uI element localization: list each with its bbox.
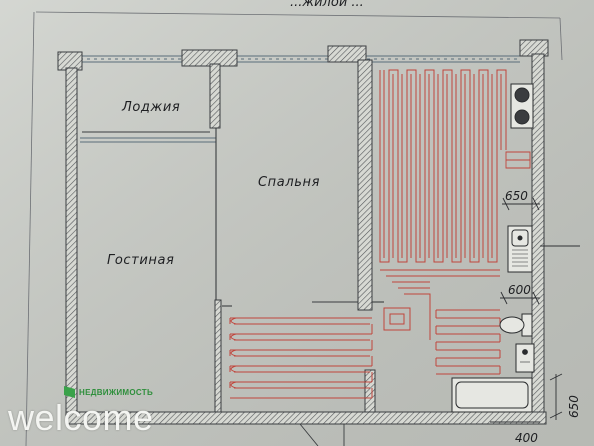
header-text: ...жилой ... — [290, 0, 364, 10]
washbasin-icon — [515, 343, 535, 373]
room-label-living-room: Гостиная — [107, 253, 174, 268]
heating-coil-corridor — [229, 307, 501, 399]
walls — [57, 39, 549, 425]
room-label-bedroom: Спальня — [258, 175, 320, 190]
window-line — [80, 55, 520, 143]
wall-bath-left — [364, 369, 376, 413]
bathtub-icon — [451, 377, 533, 413]
heating-coil-kitchen — [379, 69, 531, 340]
watermark-word: welcome — [8, 397, 154, 438]
wall-stub-lower — [214, 299, 222, 413]
dimension-label-600: 600 — [508, 283, 531, 297]
dimension-label-650-kitchen: 650 — [505, 189, 528, 203]
dimension-lines — [490, 197, 580, 423]
toilet-icon — [499, 313, 533, 337]
wall-bottom — [65, 411, 547, 425]
watermark-brand-logo: НЕДВИЖИМОСТЬ — [64, 386, 153, 398]
kitchen-sink-icon — [507, 225, 533, 273]
stove-icon — [510, 83, 534, 129]
sheet-frame — [25, 11, 563, 446]
wall-left — [65, 67, 78, 415]
dimension-label-650-right: 650 — [567, 395, 581, 418]
wall-bedroom-right — [357, 59, 373, 311]
brand-mark-icon — [64, 386, 75, 398]
wall-loggia-right — [209, 63, 221, 129]
dimension-label-400: 400 — [515, 431, 538, 445]
wall-pier-top-left — [57, 51, 83, 71]
wall-pier-top-right — [327, 45, 367, 63]
stair-hint — [299, 423, 345, 446]
watermark-brand-text: НЕДВИЖИМОСТЬ — [79, 387, 154, 397]
room-label-loggia: Лоджия — [121, 100, 180, 115]
